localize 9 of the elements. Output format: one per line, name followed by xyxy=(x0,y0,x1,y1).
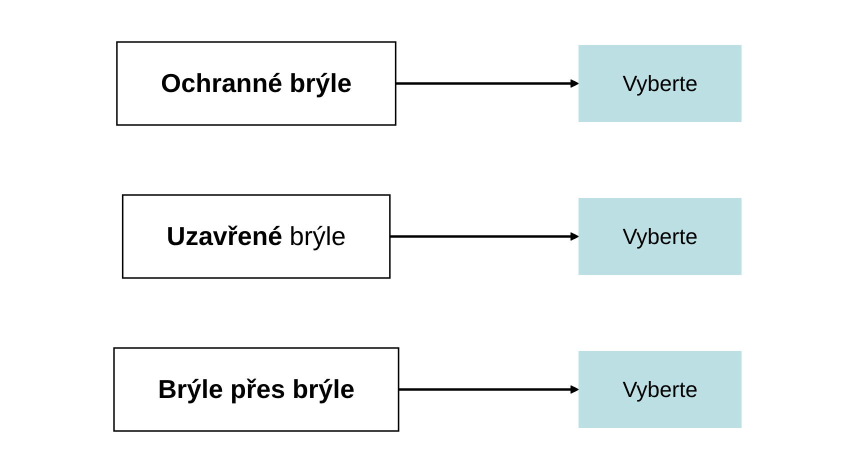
arrow xyxy=(395,78,579,88)
node-box: Vyberte xyxy=(578,198,742,274)
node-box: Vyberte xyxy=(578,350,742,428)
node-box: Ochranné brýle xyxy=(116,40,396,126)
arrow xyxy=(398,384,579,394)
node-box: Uzavřené brýle xyxy=(122,194,390,278)
arrow xyxy=(390,232,579,240)
node-box: Brýle přes brýle xyxy=(112,346,400,432)
node-box: Vyberte xyxy=(578,44,742,122)
